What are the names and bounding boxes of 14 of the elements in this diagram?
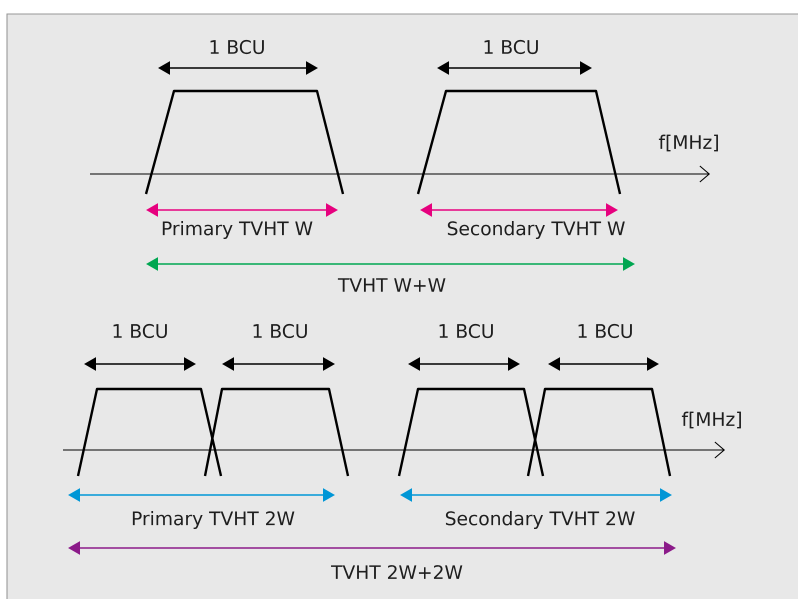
channel-label: Secondary TVHT W bbox=[448, 220, 625, 240]
channel-label: TVHT W+W bbox=[338, 278, 446, 292]
axis-label: f[MHz] bbox=[682, 412, 741, 428]
channel-label: Secondary TVHT 2W bbox=[446, 510, 635, 530]
channel-label: Primary TVHT 2W bbox=[132, 510, 294, 530]
bandwidth-label: 1 BCU bbox=[578, 324, 632, 338]
channel-label: TVHT 2W+2W bbox=[331, 565, 462, 579]
axis-label: f[MHz] bbox=[658, 134, 718, 152]
bandwidth-label: 1 BCU bbox=[210, 40, 264, 54]
channel-label: Primary TVHT W bbox=[162, 220, 312, 240]
bandwidth-label: 1 BCU bbox=[114, 324, 167, 338]
bandwidth-label: 1 BCU bbox=[484, 40, 538, 54]
bandwidth-label: 1 BCU bbox=[440, 324, 493, 338]
bandwidth-label: 1 BCU bbox=[254, 324, 307, 338]
